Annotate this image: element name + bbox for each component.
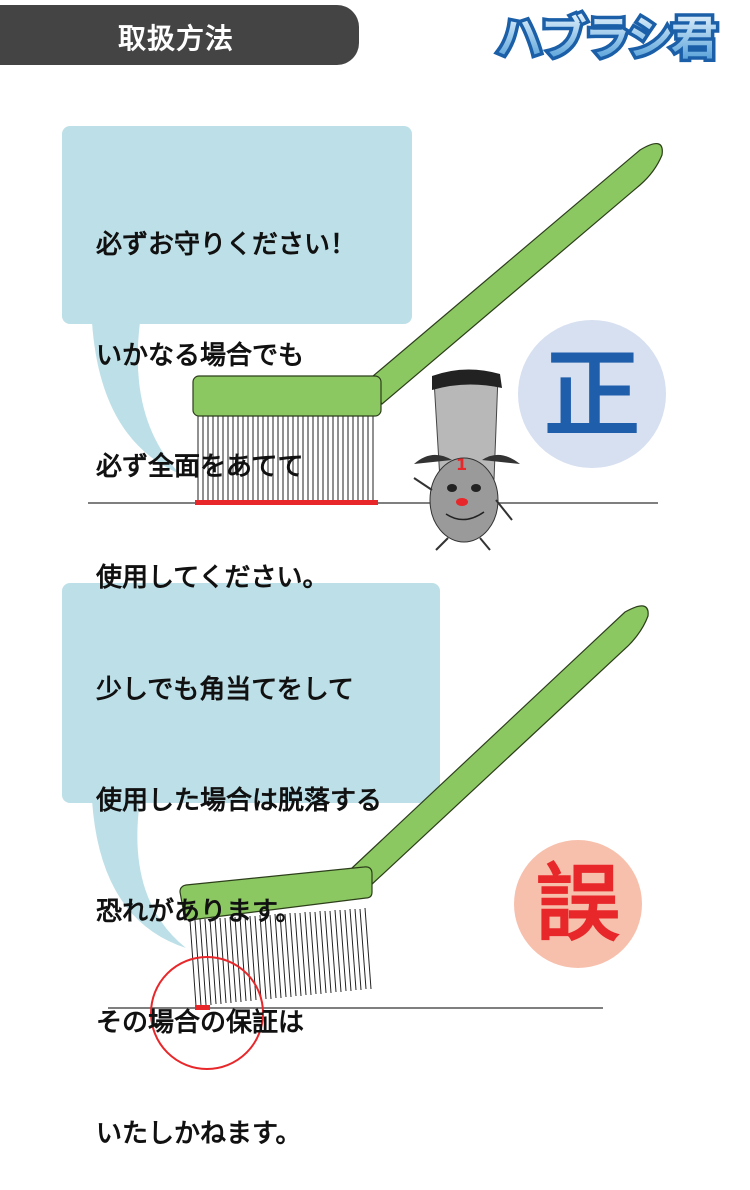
brush-handle xyxy=(365,143,663,405)
text-line: いかなる場合でも xyxy=(96,341,305,371)
text-line: 使用してください。 xyxy=(96,563,329,593)
contact-area xyxy=(195,1005,210,1010)
correct-badge xyxy=(518,320,666,468)
usage-illustration: 1 xyxy=(62,126,666,1070)
text-line: 使用した場合は脱落する xyxy=(96,786,383,816)
text-line: 必ず全面をあてて xyxy=(96,452,304,482)
brush-handle xyxy=(351,605,649,887)
bristles xyxy=(189,907,372,1007)
speech-bubble-wrong xyxy=(62,583,440,948)
text-line: 恐れがあります。 xyxy=(96,897,302,927)
wrong-verdict-label: 誤 xyxy=(535,855,620,953)
correct-instruction-text: 必ずお守りください！ いかなる場合でも 必ず全面をあてて 使用してください。 xyxy=(96,153,356,634)
svg-text:ハブラシ君: ハブラシ君 xyxy=(496,11,716,65)
wrong-panel xyxy=(62,583,649,1070)
bristles xyxy=(197,414,374,502)
wrong-warning-text: 少しでも角当てをして 使用した場合は脱落する 恐れがあります。 その場合の保証は… xyxy=(96,598,382,1190)
correct-verdict-label: 正 xyxy=(544,339,640,451)
contact-area xyxy=(195,500,378,505)
section-title: 取扱方法 xyxy=(118,22,235,55)
highlight-circle xyxy=(150,956,264,1070)
text-line: 少しでも角当てをして xyxy=(96,675,354,705)
text-line: その場合の保証は xyxy=(96,1008,305,1038)
speech-bubble-correct xyxy=(62,126,412,474)
text-line: 必ずお守りください！ xyxy=(96,230,357,260)
mascot-character: 1 xyxy=(413,369,520,551)
brush-head xyxy=(192,375,382,417)
brand-logo: ハブラシ君 xyxy=(493,8,722,69)
wrong-badge xyxy=(514,840,642,968)
brush-head xyxy=(179,866,373,921)
svg-text:1: 1 xyxy=(456,455,467,474)
text-line: いたしかねます。 xyxy=(96,1119,302,1149)
correct-panel: 1 xyxy=(62,126,666,551)
section-title-banner: 取扱方法 xyxy=(0,5,359,65)
